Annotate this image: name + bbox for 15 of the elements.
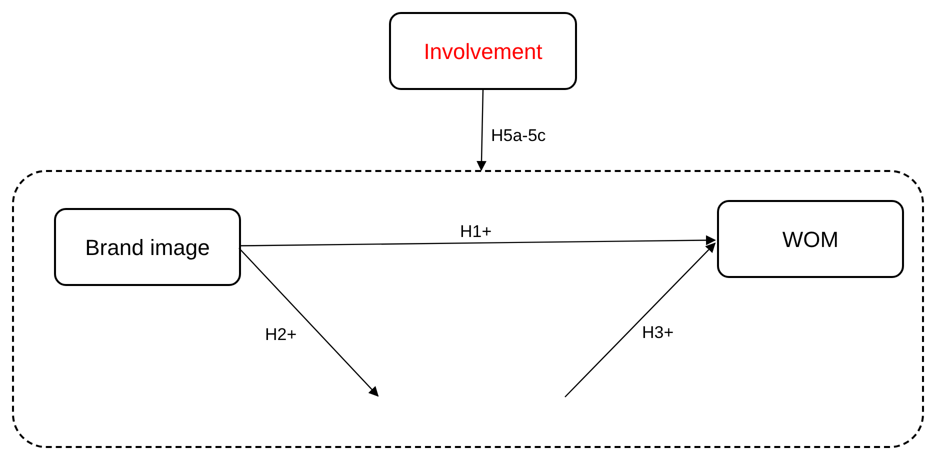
dashed-region — [12, 170, 924, 448]
edge-label: H3+ — [642, 322, 674, 344]
concept-box — [717, 200, 904, 278]
node-label: Brand image — [85, 234, 210, 262]
arrow — [238, 248, 379, 397]
edge-label: H5a-5c — [491, 125, 546, 147]
concept-box — [389, 12, 577, 90]
node-label: Involvement — [424, 38, 542, 66]
edge-label: H2+ — [265, 324, 297, 346]
arrow — [476, 90, 486, 171]
concept-box — [54, 208, 241, 286]
arrow — [239, 235, 716, 246]
edge-label: H1+ — [460, 221, 492, 243]
node-label: WOM — [782, 226, 839, 254]
arrow — [564, 242, 716, 398]
